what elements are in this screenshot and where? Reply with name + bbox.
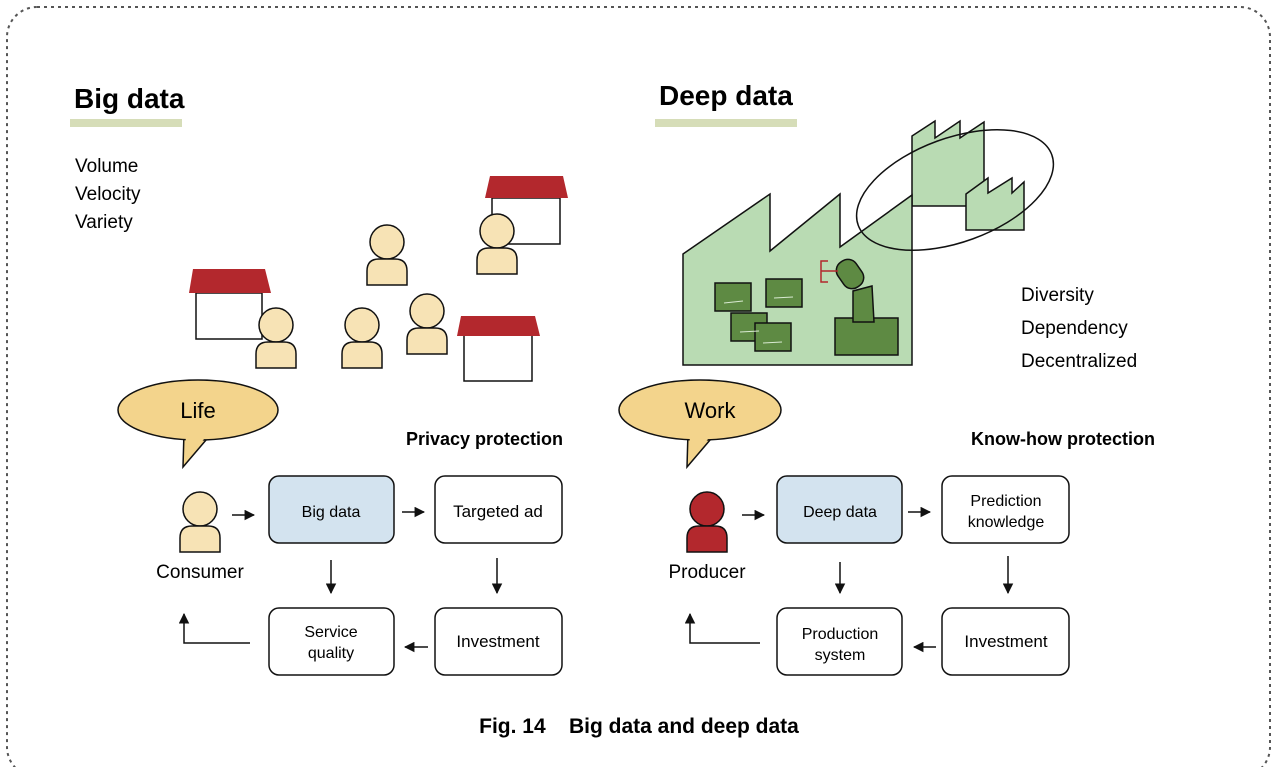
attribute-diversity: Diversity	[1021, 285, 1094, 306]
zoom-ellipse	[855, 129, 1055, 251]
big-data-box	[268, 475, 395, 544]
targeted-ad-box	[434, 475, 563, 544]
privacy-protection-label: Privacy protection	[406, 429, 563, 449]
house-icon	[189, 269, 271, 340]
person-icon	[341, 307, 383, 369]
deep-data-box	[776, 475, 903, 544]
person-icon	[366, 224, 408, 286]
robot-arm-icon	[820, 258, 899, 356]
producer-label: Producer	[668, 562, 746, 583]
dashed-frame	[6, 6, 1271, 767]
feedback-arrow	[684, 612, 760, 644]
speech-bubble-life: Life	[117, 379, 279, 470]
speech-bubble-work: Work	[618, 379, 782, 470]
prediction-knowledge-label-1: Prediction	[970, 493, 1041, 510]
attribute-volume: Volume	[75, 156, 138, 177]
big-data-heading: Big data	[74, 83, 185, 114]
deep-data-box-label: Deep data	[803, 504, 877, 521]
production-system-label-2: system	[815, 647, 866, 664]
deep-data-heading: Deep data	[659, 80, 793, 111]
feedback-arrow	[178, 612, 250, 644]
targeted-ad-label: Targeted ad	[453, 502, 543, 521]
attribute-velocity: Velocity	[75, 184, 141, 205]
attribute-dependency: Dependency	[1021, 318, 1128, 339]
bubble-label: Work	[685, 398, 737, 423]
consumer-icon	[179, 491, 221, 553]
big-data-box-label: Big data	[302, 504, 361, 521]
attribute-variety: Variety	[75, 212, 133, 233]
deep-data-heading-underline	[655, 119, 797, 127]
figure-caption: Fig. 14 Big data and deep data	[479, 715, 799, 738]
house-icon	[457, 316, 540, 382]
bubble-label: Life	[180, 398, 215, 423]
prediction-knowledge-box	[941, 475, 1070, 544]
consumer-label: Consumer	[156, 562, 244, 583]
service-quality-label-2: quality	[308, 645, 354, 662]
small-factory-icon	[911, 119, 985, 207]
service-quality-label-1: Service	[304, 624, 357, 641]
producer-icon	[686, 491, 728, 553]
investment-box	[941, 607, 1070, 676]
product-box-icon	[765, 278, 803, 308]
prediction-knowledge-label-2: knowledge	[968, 514, 1045, 531]
investment-label: Investment	[964, 632, 1047, 651]
product-box-icon	[754, 322, 792, 352]
person-icon	[406, 293, 448, 355]
investment-box	[434, 607, 563, 676]
small-factory-icon	[965, 176, 1025, 231]
production-system-label-1: Production	[802, 626, 879, 643]
house-icon	[485, 176, 568, 245]
production-system-box	[776, 607, 903, 676]
know-how-protection-label: Know-how protection	[971, 429, 1155, 449]
attribute-decentralized: Decentralized	[1021, 351, 1137, 372]
service-quality-box	[268, 607, 395, 676]
product-box-icon	[714, 282, 752, 312]
big-data-heading-underline	[70, 119, 182, 127]
investment-label: Investment	[456, 632, 539, 651]
